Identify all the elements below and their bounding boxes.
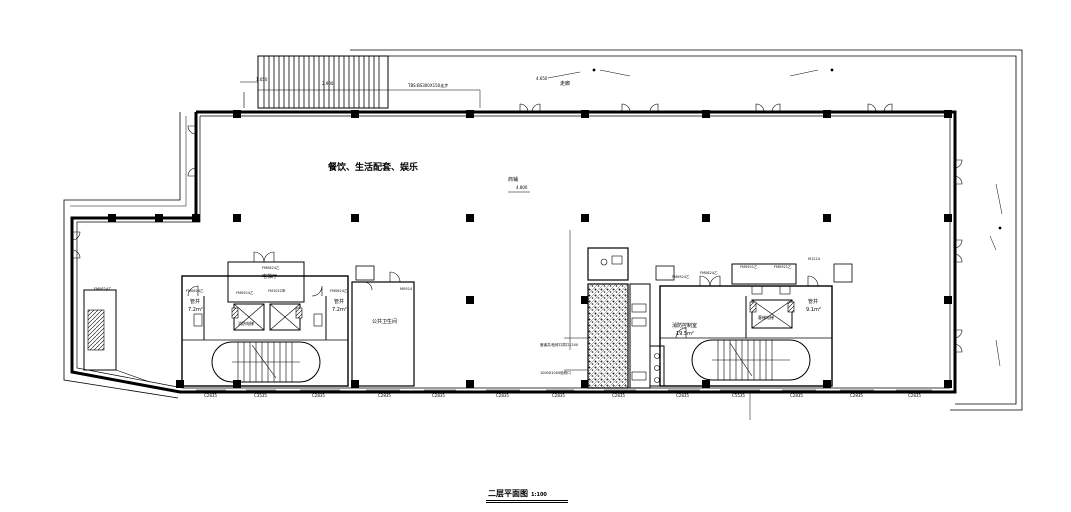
door-code: FM0921乙 [740,265,758,269]
slope-arrows [508,68,1003,367]
door-code: FM0824乙 [262,266,280,270]
elev-terrace: 4.650 [536,76,548,81]
window-code: C2835 [204,393,217,398]
window-code: C2835 [850,393,863,398]
right-pipe-area: 9.1m² [806,307,821,313]
door-code: FM0824乙 [94,287,112,291]
right-pipe-label: 管井 [808,299,819,305]
fire-control-label: 消防控制室 [672,323,698,329]
pipe-well-right-label: 管井 [334,299,345,305]
window-code: C2835 [908,393,921,398]
public-wc-label: 公共卫生间 [372,319,398,325]
window-code: C2835 [312,393,325,398]
window-code: C5535 [732,393,745,398]
fire-control-area: 19.5m² [676,331,695,337]
stair-note: TBS:BS300X150走步 [408,83,449,88]
duct-note: 管道井/检修口洞口1200 [540,343,579,347]
window-code: C2835 [676,393,689,398]
area-left-a: 7.2m² [188,307,203,313]
window-code: C2835 [496,393,509,398]
door-code: FM0624乙 [186,289,204,293]
pipe-well-left-label: 管井 [190,299,201,305]
title-underline-thin [486,502,568,503]
right-core [659,263,853,420]
top-doors [71,103,963,353]
title-underline [486,500,568,501]
main-function-label: 餐饮、生活配套、娱乐 [328,163,419,173]
door-code: FM0924乙 [672,275,690,279]
exterior-stair [240,55,481,109]
terrace-outline [350,49,1023,411]
elevator-right-label: 客梯电梯 [758,315,774,320]
door-note: 1000X1000检修口 [540,371,571,375]
window-code: C2835 [612,393,625,398]
door-code: FM1022甲 [268,289,286,293]
door-code: M1224 [808,257,820,261]
elevator-left-label: 消防电梯 [238,321,254,326]
columns [108,110,952,388]
window-code: C3535 [254,393,267,398]
drawing-title-text: 二层平面图 [488,489,528,498]
window-code: C2835 [378,393,391,398]
terrace-label: 走廊 [560,81,571,87]
shop-label: 商铺 [508,177,519,183]
elev-top-left: 1.650 [256,77,268,82]
left-core [83,251,415,387]
door-code: M0924 [400,287,412,291]
window-code: C2835 [552,393,565,398]
drawing-scale: 1:100 [531,492,547,498]
door-code: FM0921乙 [774,265,792,269]
area-left-b: 7.2m² [332,307,347,313]
building-walls [63,110,957,399]
door-code: FM0824乙 [700,271,718,275]
door-code: FM0924乙 [236,291,254,295]
window-code: C2835 [790,393,803,398]
elev-stair: 2.900 [322,81,334,86]
middle-core [564,230,675,389]
electric-room-label: 电梯厅 [262,274,278,280]
window-code: C2835 [432,393,445,398]
door-code: FM0624乙 [330,289,348,293]
floor-elevation: 4.800 [516,185,528,190]
